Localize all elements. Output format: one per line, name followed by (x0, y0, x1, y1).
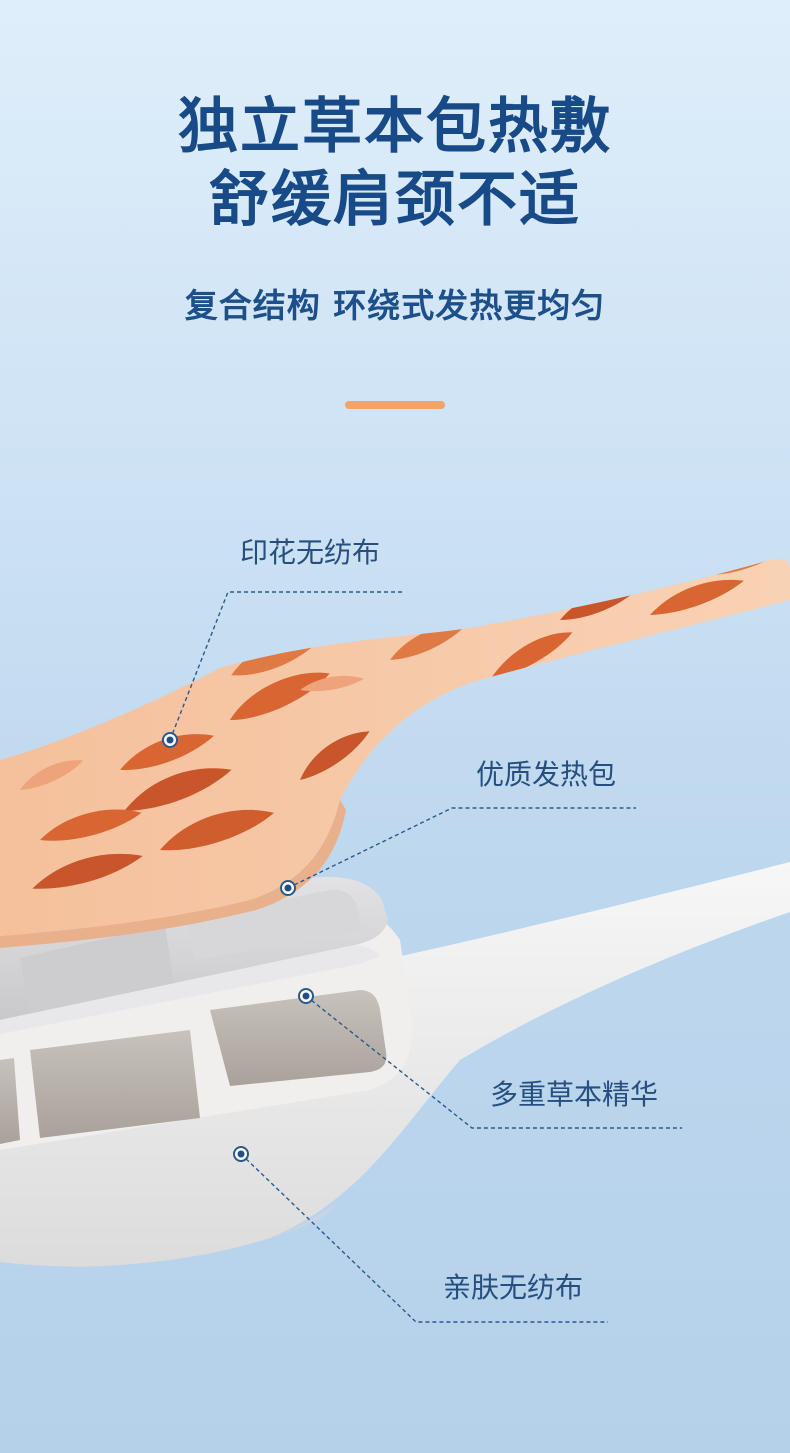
leader-line-printed (169, 591, 405, 741)
layer-label-heat-pack: 优质发热包 (476, 758, 617, 791)
subheading: 复合结构 环绕式发热更均匀 (184, 286, 606, 325)
layer-label-printed-fabric: 印花无纺布 (240, 536, 381, 569)
printed-fabric-layer (0, 558, 790, 936)
leader-line-skin (240, 1153, 608, 1323)
headline-line-1: 独立草本包热敷 (178, 92, 612, 162)
leaf-pattern (20, 558, 778, 889)
herbal-pad-cell (30, 1030, 200, 1138)
leader-line-herbal (305, 995, 682, 1129)
herbal-pad-cell (210, 990, 387, 1086)
leader-lines (169, 591, 682, 1323)
callout-dots (162, 732, 314, 1162)
layer-label-herbal-essence: 多重草本精华 (490, 1078, 659, 1111)
herbal-pad-cell (0, 1058, 20, 1144)
accent-bar (345, 401, 445, 409)
layer-label-skin-fabric: 亲肤无纺布 (443, 1271, 584, 1304)
leader-line-heat (287, 807, 636, 889)
heat-patch-layer-illustration (0, 558, 790, 1323)
headline-line-2: 舒缓肩颈不适 (209, 165, 581, 235)
